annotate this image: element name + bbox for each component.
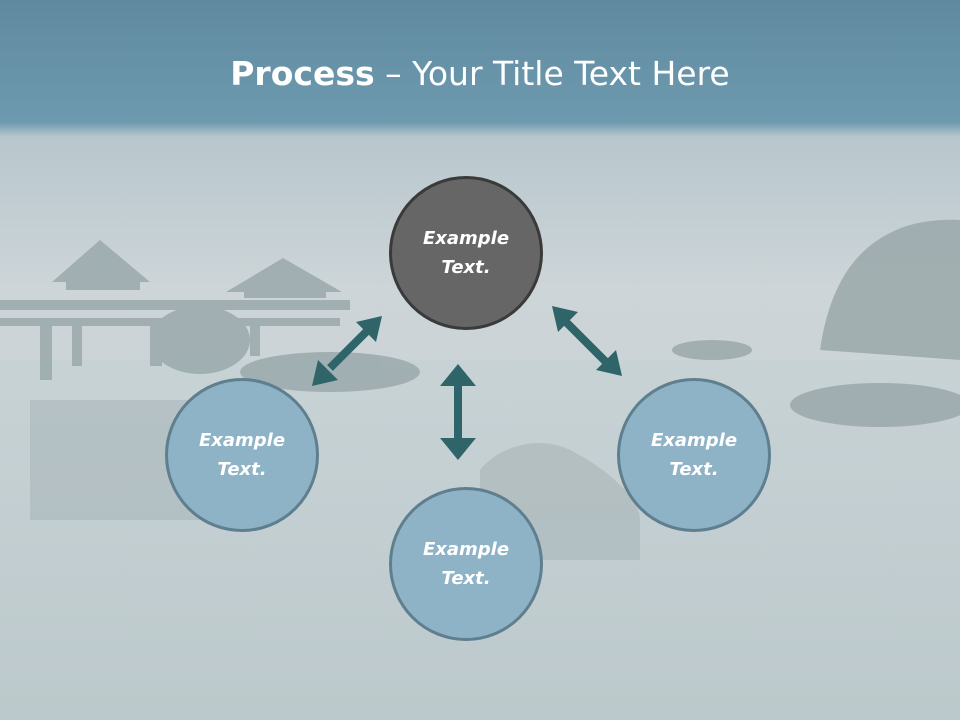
slide-title: Process – Your Title Text Here	[0, 52, 960, 96]
node-bottom: Example Text.	[389, 487, 543, 641]
node-right: Example Text.	[617, 378, 771, 532]
node-top-label: Example Text.	[422, 228, 510, 278]
title-rest: – Your Title Text Here	[374, 54, 730, 93]
title-bold: Process	[230, 54, 375, 93]
node-right-label: Example Text.	[650, 430, 738, 480]
node-top: Example Text.	[389, 176, 543, 330]
node-left-label: Example Text.	[198, 430, 286, 480]
node-left: Example Text.	[165, 378, 319, 532]
node-bottom-label: Example Text.	[422, 539, 510, 589]
